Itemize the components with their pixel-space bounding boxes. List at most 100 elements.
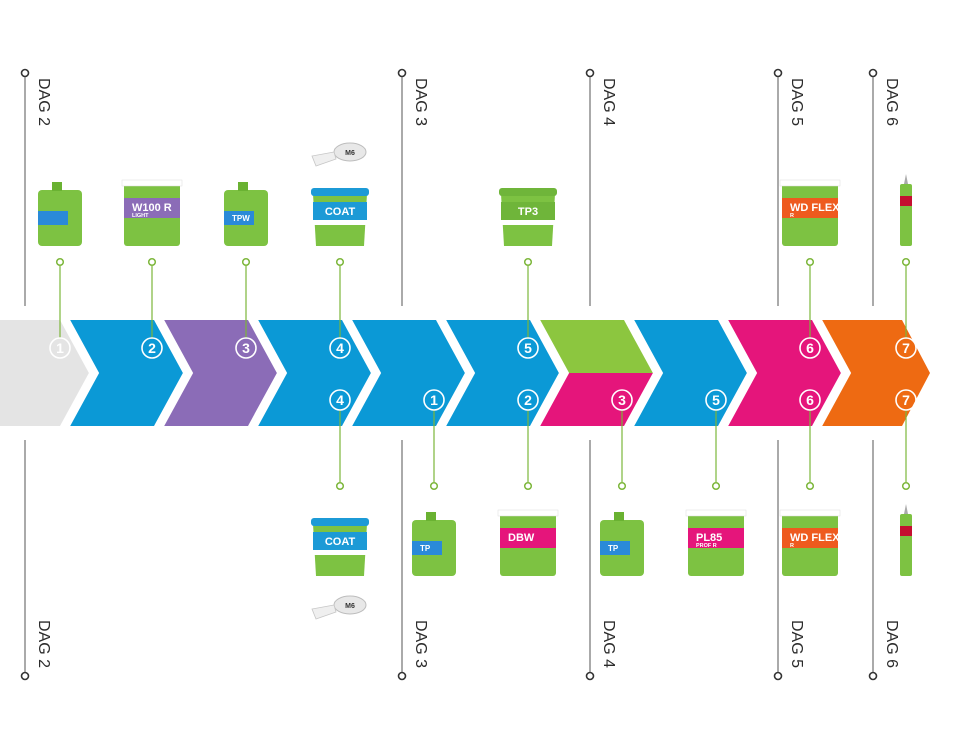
product-subname: R [790, 543, 794, 549]
bucket-stripe [502, 220, 554, 225]
day-label-top: DAG 4 [600, 78, 617, 127]
bucket-lid [311, 188, 369, 196]
day-label-bottom: DAG 2 [35, 620, 52, 669]
day-bottom-marker [585, 671, 595, 681]
step-badge-ring [235, 337, 257, 359]
day-bottom-marker [20, 671, 30, 681]
product-name: TPW [232, 214, 250, 223]
step-badge-ring [705, 389, 727, 411]
tape-name: M6 [345, 150, 355, 157]
product-jerrycan: TP [600, 512, 644, 576]
day-label-top: DAG 6 [883, 78, 900, 127]
bag-label-band [782, 528, 838, 548]
bag-label-band [124, 198, 180, 218]
product-name: TP [420, 544, 431, 553]
step-badge: 6 [799, 337, 821, 359]
step-number: 4 [336, 392, 344, 408]
chevron-gap [530, 315, 570, 431]
connector-dot [241, 257, 251, 267]
step-badge: 1 [49, 337, 71, 359]
step-badge: 4 [329, 389, 351, 411]
tape-strip [311, 151, 337, 167]
bucket-lid [499, 188, 557, 196]
step-badge-ring [895, 389, 917, 411]
step-number: 3 [618, 392, 626, 408]
step-number: 2 [148, 340, 156, 356]
product-cartridge [900, 174, 912, 246]
product-name: COAT [325, 536, 356, 548]
chevron-segment [252, 320, 374, 426]
chevron-gap [342, 315, 382, 431]
product-name: W100 R [132, 202, 172, 214]
step-badge: 6 [799, 389, 821, 411]
chevron-segment [816, 320, 930, 426]
jerrycan-cap [52, 182, 62, 191]
step-badge-ring [49, 337, 71, 359]
day-label-bottom: DAG 5 [788, 620, 805, 669]
step-badge-ring [799, 389, 821, 411]
step-badge: 7 [895, 389, 917, 411]
step-badge-ring [517, 337, 539, 359]
sealing-tape-roll: M6 [311, 595, 367, 620]
product-name: TP [608, 544, 619, 553]
jerrycan-label-band [38, 211, 68, 225]
jerrycan-label-band [412, 541, 442, 555]
tape-strip [311, 604, 337, 620]
product-subname: PROF R [696, 543, 717, 549]
step-number: 6 [806, 340, 814, 356]
product-name: PL85 [696, 532, 722, 544]
step-badge: 7 [895, 337, 917, 359]
day-top-marker [585, 68, 595, 78]
connector-dot [805, 257, 815, 267]
step-badge-ring [141, 337, 163, 359]
cartridge-body [900, 184, 912, 246]
day-bottom-marker [868, 671, 878, 681]
step-number: 1 [56, 340, 64, 356]
step-number: 7 [902, 392, 910, 408]
day-label-bottom: DAG 6 [883, 620, 900, 669]
connector-dot [147, 257, 157, 267]
day-top-marker [397, 68, 407, 78]
step-badge: 3 [611, 389, 633, 411]
step-badge-ring [517, 389, 539, 411]
chevron-band [0, 315, 930, 431]
step-number: 5 [712, 392, 720, 408]
step-badge: 2 [141, 337, 163, 359]
step-badge: 4 [329, 337, 351, 359]
step-connectors [55, 257, 911, 491]
bag-top [685, 509, 747, 517]
chevron-gap [624, 315, 664, 431]
connector-dot [55, 257, 65, 267]
connector-dot [523, 481, 533, 491]
step-badge-ring [611, 389, 633, 411]
chevron-gap [436, 315, 476, 431]
chevron-segment [346, 320, 468, 426]
step-badge-ring [329, 337, 351, 359]
jerrycan-cap [614, 512, 624, 521]
chevron-segment [0, 320, 92, 426]
product-name: TP3 [518, 206, 538, 218]
connector-dot [523, 257, 533, 267]
step-number: 5 [524, 340, 532, 356]
chevron-gap [812, 315, 852, 431]
bag-top [121, 179, 183, 187]
bucket-label-band [313, 532, 367, 550]
connector-dot [335, 481, 345, 491]
step-number: 2 [524, 392, 532, 408]
connector-dot [429, 481, 439, 491]
day-bottom-marker [397, 671, 407, 681]
product-jerrycan [38, 182, 82, 246]
chevron-segment [628, 320, 750, 426]
jerrycan-cap [238, 182, 248, 191]
product-bag: DBW [497, 509, 559, 576]
step-badge: 3 [235, 337, 257, 359]
connector-dot [617, 481, 627, 491]
bag-top [497, 509, 559, 517]
bucket-stripe [314, 220, 366, 225]
